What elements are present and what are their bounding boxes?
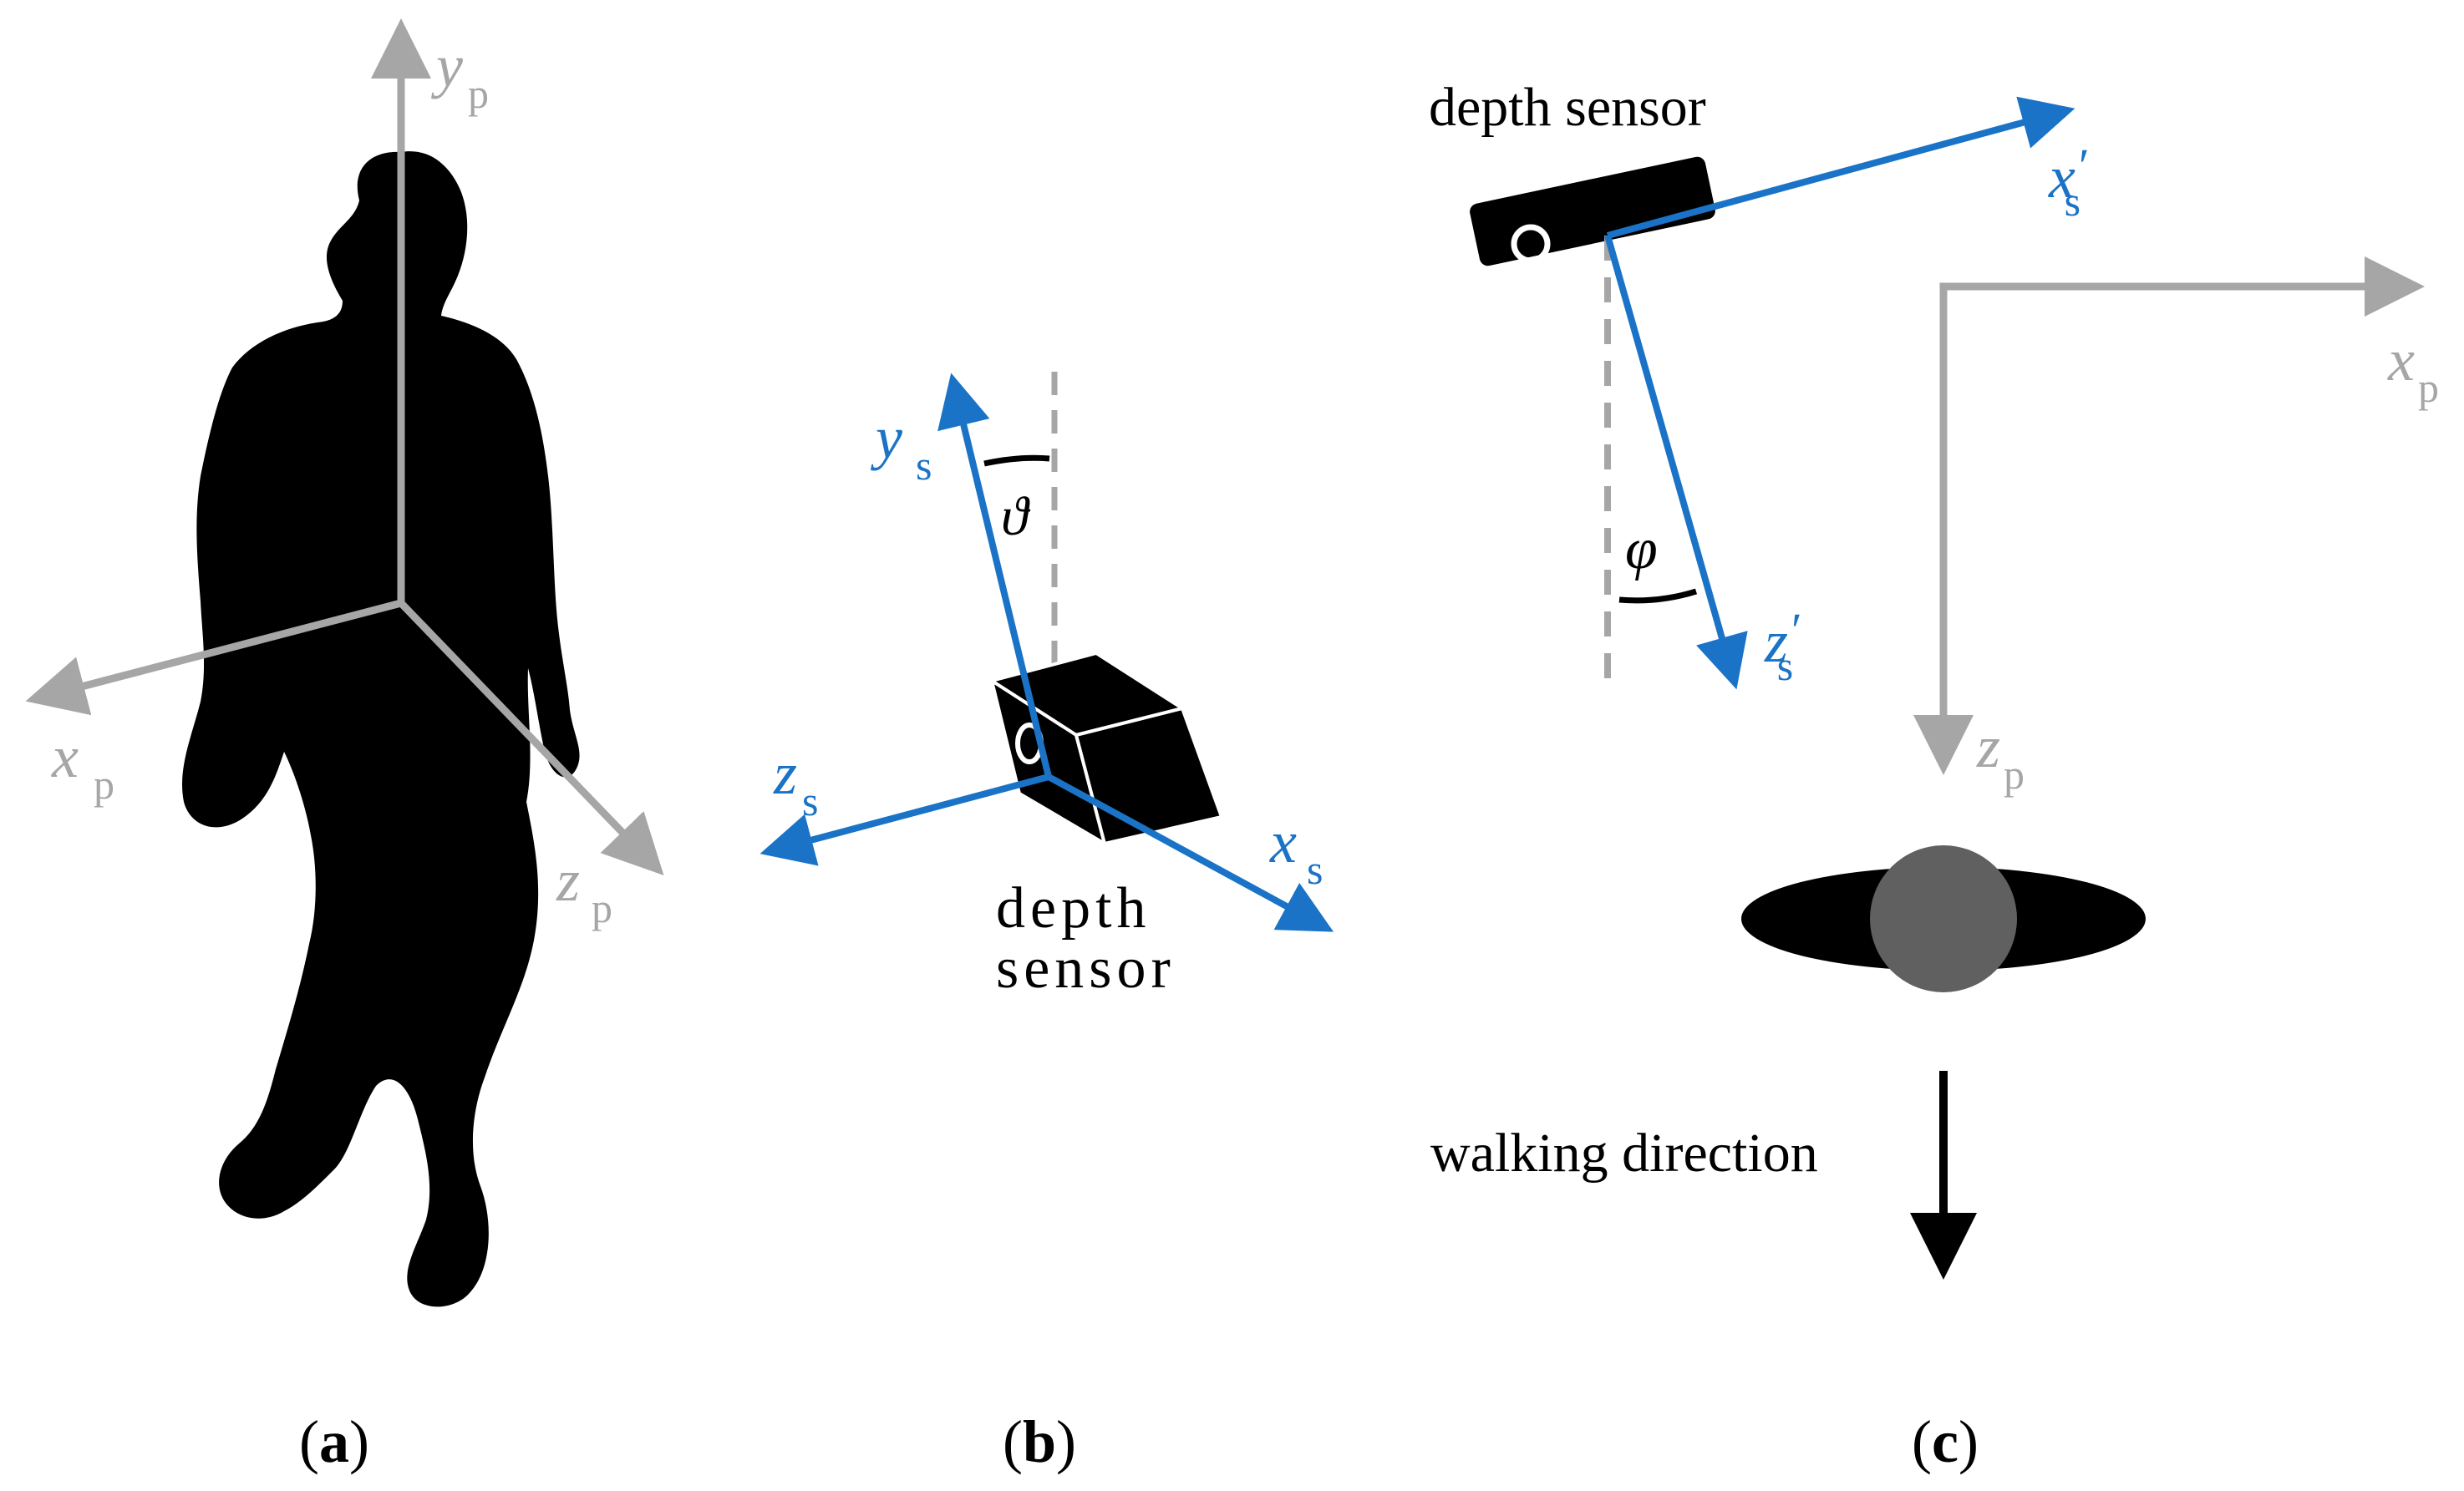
caption-b: (b) — [1003, 1408, 1076, 1475]
caption-a: (a) — [299, 1408, 369, 1475]
sensor-label-b-line1: depth — [996, 876, 1151, 941]
walking-direction-label: walking direction — [1430, 1123, 1818, 1184]
svg-text:xp: xp — [2387, 327, 2439, 411]
xp-label: x — [51, 723, 79, 790]
ys-subscript: s — [916, 442, 932, 489]
xp-subscript-c: p — [2418, 364, 2439, 411]
theta-arc — [983, 454, 1050, 467]
zp-subscript-c: p — [2004, 751, 2025, 798]
zp-label-c: z — [1976, 713, 2000, 780]
yp-subscript: p — [468, 70, 489, 117]
zp-axis — [398, 600, 664, 875]
svg-text:zs: zs — [773, 740, 819, 824]
caption-c: (c) — [1912, 1408, 1979, 1475]
zp-label: z — [556, 847, 580, 914]
sensor-label-b-line2: sensor — [996, 936, 1176, 1001]
svg-text:xp: xp — [51, 723, 114, 808]
zs-label: z — [773, 740, 797, 807]
phi-label: φ — [1625, 517, 1658, 581]
ys-axis — [937, 373, 1052, 778]
svg-text:xs: xs — [1269, 809, 1323, 893]
xp-axis-c — [1939, 256, 2425, 746]
svg-text:x′s: x′s — [2048, 139, 2090, 225]
zp-subscript: p — [592, 885, 612, 931]
xs-subscript: s — [1307, 846, 1323, 893]
phi-arc — [1618, 588, 1698, 604]
xs-prime-axis — [1606, 96, 2075, 239]
person-silhouette — [182, 151, 580, 1307]
xs-prime-mark: ′ — [2079, 139, 2090, 193]
zs-prime-mark: ′ — [1791, 603, 1802, 657]
xs-label: x — [1269, 809, 1297, 875]
xp-subscript: p — [94, 761, 114, 808]
svg-text:zp: zp — [1976, 713, 2025, 798]
svg-text:z′s: z′s — [1764, 603, 1802, 689]
zs-prime-subscript: s — [1777, 642, 1793, 689]
yp-label: y — [430, 33, 463, 99]
sensor-bar — [1470, 156, 1715, 266]
xp-label-c: x — [2387, 327, 2415, 393]
theta-label: ϑ — [1001, 486, 1031, 547]
zs-prime-label: z — [1764, 608, 1788, 675]
sensor-lens — [1511, 224, 1551, 264]
zs-axis — [760, 773, 1050, 866]
zs-prime-axis — [1604, 234, 1748, 690]
xs-prime-subscript: s — [2065, 178, 2080, 225]
ys-label: y — [870, 404, 902, 471]
svg-text:zp: zp — [556, 847, 612, 931]
panel-c: depth sensor φ x′s z′s xp zp — [1429, 77, 2439, 1475]
svg-text:ys: ys — [870, 404, 932, 489]
svg-text:yp: yp — [430, 33, 489, 117]
xp-axis — [25, 599, 403, 716]
xs-prime-label: x — [2048, 144, 2075, 210]
zs-subscript: s — [802, 778, 818, 824]
xs-axis — [1047, 773, 1334, 932]
head-top-view — [1870, 845, 2017, 992]
sensor-label-c: depth sensor — [1429, 77, 1706, 138]
